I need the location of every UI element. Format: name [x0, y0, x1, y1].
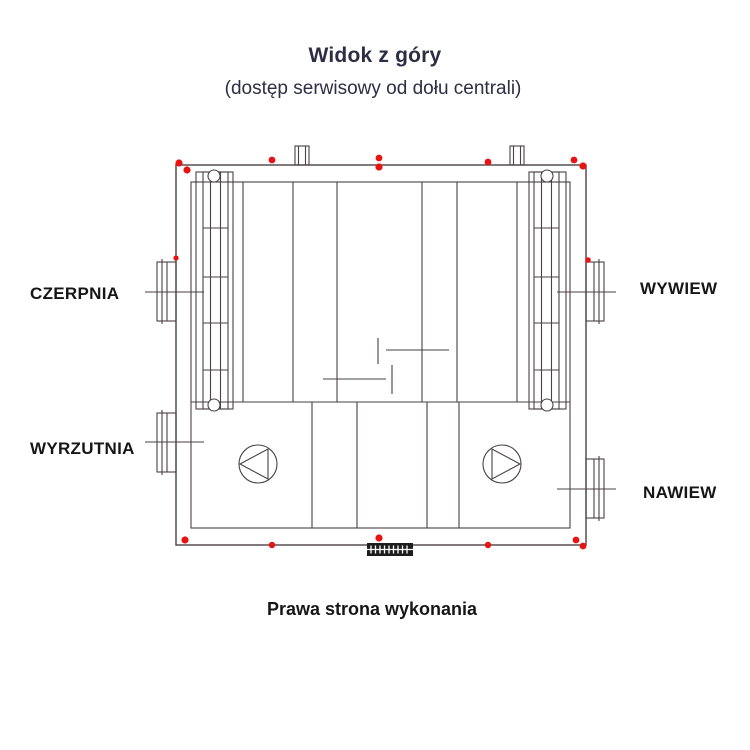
flange-nawiew: [557, 456, 616, 521]
diagram-caption: Prawa strona wykonania: [266, 599, 478, 619]
lower-partitions: [311, 402, 460, 528]
label-czerpnia: CZERPNIA: [30, 284, 120, 303]
heat-exchanger-left: [195, 169, 234, 412]
fan-left: [238, 444, 278, 484]
bypass-damper-lines: [323, 338, 449, 394]
red-fixing-markers: [173, 154, 591, 550]
unit-casing: [175, 164, 587, 546]
upper-partitions: [242, 182, 518, 402]
flange-wywiew: [557, 259, 616, 324]
heat-exchanger-right: [528, 169, 567, 412]
flange-czerpnia: [145, 259, 204, 324]
diagram-title: Widok z góry: [308, 44, 442, 67]
roof-port-right: [509, 145, 525, 166]
roof-port-left: [294, 145, 310, 166]
label-nawiew: NAWIEW: [643, 483, 717, 502]
flange-wyrzutnia: [145, 410, 204, 475]
label-wyrzutnia: WYRZUTNIA: [30, 439, 135, 458]
diagram-subtitle: (dostęp serwisowy od dołu centrali): [224, 78, 522, 99]
terminal-strip: [367, 543, 413, 556]
label-wywiew: WYWIEW: [640, 279, 718, 298]
fan-right: [482, 444, 522, 484]
